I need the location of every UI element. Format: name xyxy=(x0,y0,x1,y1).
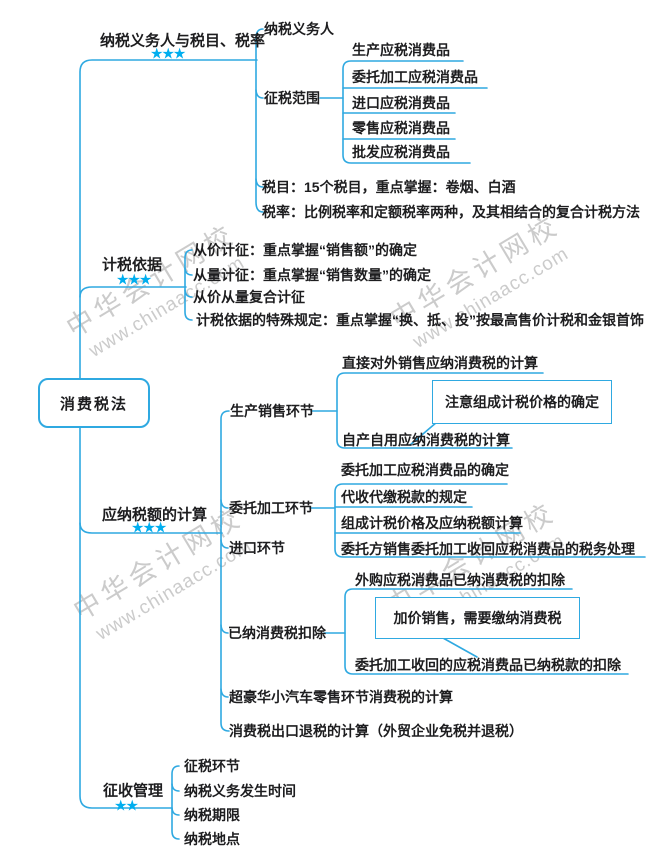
node-commissioned-processing-stage: 委托加工环节 xyxy=(229,500,313,516)
node-tax-payment-period: 纳税期限 xyxy=(184,807,240,823)
branch-label-tax-basis: 计税依据 xyxy=(102,256,163,274)
branch-label-collection-administration: 征收管理 xyxy=(103,782,164,800)
node-imported-taxable-goods: 进口应税消费品 xyxy=(352,95,450,111)
node-composite-price-calculation: 组成计税价格及应纳税额计算 xyxy=(341,515,523,531)
node-ad-valorem: 从价计征：重点掌握“销售额”的确定 xyxy=(193,242,417,258)
branch-label-taxpayer-items-rates: 纳税义务人与税目、税率 xyxy=(100,32,266,50)
node-wholesale-taxable-goods: 批发应税消费品 xyxy=(352,144,450,160)
node-production-sales-stage: 生产销售环节 xyxy=(230,403,314,419)
node-withholding-rules: 代收代缴税款的规定 xyxy=(341,489,467,505)
star-rating: ★★★ xyxy=(116,271,152,289)
central-topic: 消费税法 xyxy=(38,378,150,428)
star-rating: ★★★ xyxy=(131,519,167,537)
callout-markup-sales: 加价销售，需要缴纳消费税 xyxy=(375,597,580,639)
node-luxury-car-retail: 超豪华小汽车零售环节消费税的计算 xyxy=(229,689,453,705)
node-special-rules: 计税依据的特殊规定：重点掌握“换、抵、投”按最高售价计税和金银首饰 xyxy=(196,312,644,328)
node-commissioned-processing-goods: 委托加工应税消费品 xyxy=(352,69,478,85)
branch-label-tax-payable-calculation: 应纳税额的计算 xyxy=(102,506,208,524)
node-retail-taxable-goods: 零售应税消费品 xyxy=(352,120,450,136)
node-compound-levy: 从价从量复合计征 xyxy=(193,289,305,305)
node-import-stage: 进口环节 xyxy=(229,540,285,556)
node-taxpayer: 纳税义务人 xyxy=(264,21,334,37)
node-tax-payment-place: 纳税地点 xyxy=(184,831,240,847)
node-production-taxable-goods: 生产应税消费品 xyxy=(352,42,450,58)
callout-composite-price: 注意组成计税价格的确定 xyxy=(432,380,612,424)
node-paid-tax-deduction: 已纳消费税扣除 xyxy=(228,625,326,641)
node-commissioned-goods-determination: 委托加工应税消费品的确定 xyxy=(341,462,509,478)
node-tax-obligation-time: 纳税义务发生时间 xyxy=(184,783,296,799)
node-tax-scope: 征税范围 xyxy=(264,90,320,106)
node-specific-duty: 从量计征：重点掌握“销售数量”的确定 xyxy=(193,267,431,283)
node-direct-sales-calculation: 直接对外销售应纳消费税的计算 xyxy=(342,355,538,371)
node-purchased-goods-deduction: 外购应税消费品已纳消费税的扣除 xyxy=(355,572,565,588)
node-tax-items: 税目：15个税目，重点掌握：卷烟、白酒 xyxy=(262,179,516,195)
node-recovered-goods-deduction: 委托加工收回的应税消费品已纳税款的扣除 xyxy=(355,657,621,673)
node-taxation-stage: 征税环节 xyxy=(184,758,240,774)
star-rating: ★★ xyxy=(114,797,139,815)
node-export-tax-refund: 消费税出口退税的计算（外贸企业免税并退税） xyxy=(229,723,523,739)
node-tax-rates: 税率：比例税率和定额税率两种，及其相结合的复合计税方法 xyxy=(262,204,640,220)
node-consignor-sales-treatment: 委托方销售委托加工收回应税消费品的税务处理 xyxy=(341,541,635,557)
star-rating: ★★★ xyxy=(150,45,186,63)
node-self-use-calculation: 自产自用应纳消费税的计算 xyxy=(342,432,510,448)
